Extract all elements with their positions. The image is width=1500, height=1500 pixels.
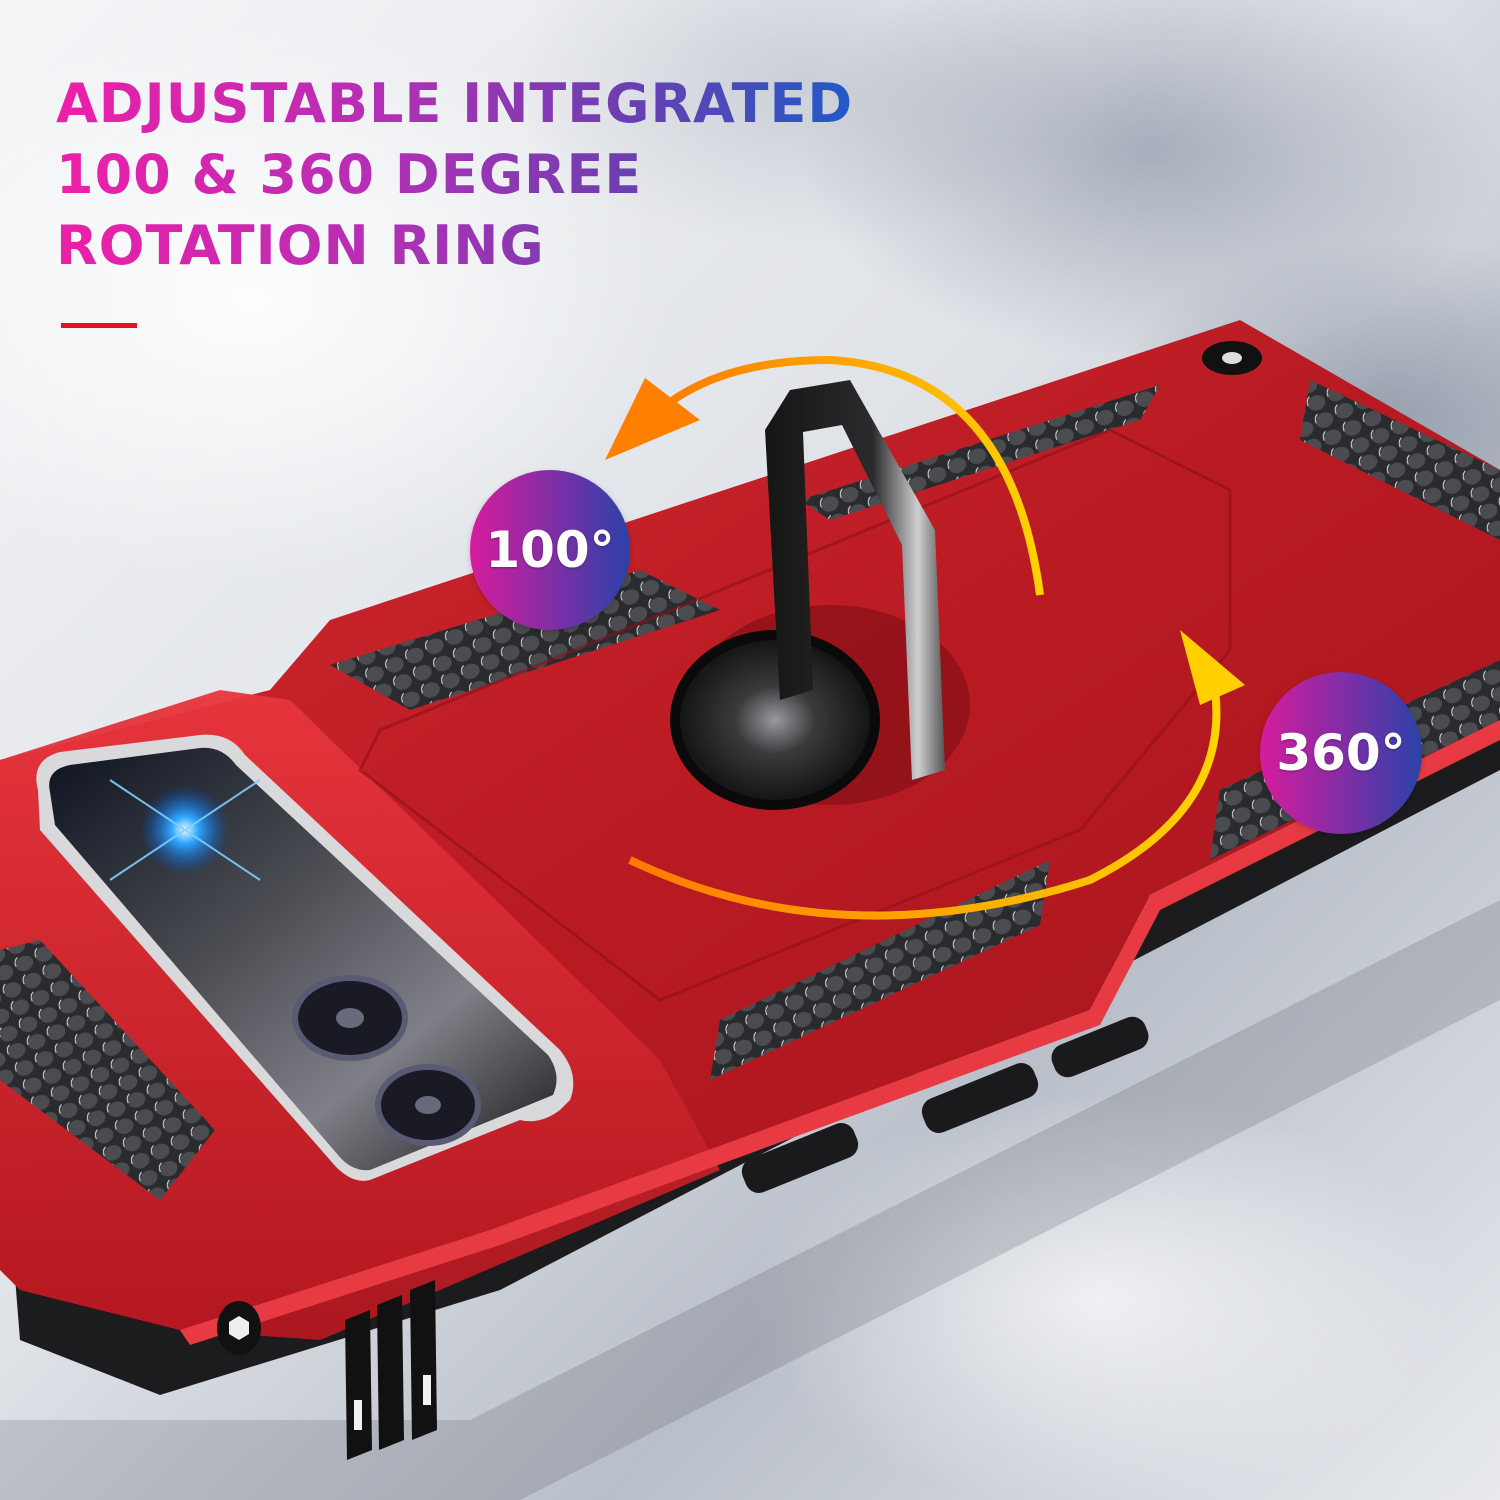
badge-360-degree: 360° xyxy=(1260,672,1422,834)
ring-holder xyxy=(670,380,970,810)
badge-100-degree: 100° xyxy=(470,470,630,630)
grip-panel-bottom-center xyxy=(710,860,1050,1080)
headline-line-1: ADJUSTABLE INTEGRATED xyxy=(56,72,854,135)
ring-holder-loop xyxy=(765,380,945,780)
accent-bar xyxy=(61,323,137,328)
case-bumper xyxy=(0,720,1500,1395)
rotation-arrow-100 xyxy=(657,355,1044,596)
headline: ADJUSTABLE INTEGRATED 100 & 360 DEGREE R… xyxy=(56,68,856,281)
charging-port-ridges xyxy=(345,1280,437,1460)
side-button-3 xyxy=(1051,1016,1149,1078)
grip-panel-top-left xyxy=(330,570,720,710)
camera-module xyxy=(36,734,574,1181)
headline-line-3: ROTATION RING xyxy=(56,214,545,277)
side-button-2 xyxy=(921,1063,1039,1133)
screw-bottom-left xyxy=(217,1301,261,1355)
rotation-arrow-360-head xyxy=(1180,630,1245,705)
rotation-arrow-100-head xyxy=(605,378,700,460)
ring-holder-disc xyxy=(670,630,880,810)
screw-top-right xyxy=(1202,341,1262,375)
headline-line-2: 100 & 360 DEGREE xyxy=(56,143,643,206)
badge-100-label: 100° xyxy=(485,521,615,579)
side-button-1 xyxy=(741,1123,859,1193)
grip-panel-left xyxy=(0,940,215,1200)
grip-panel-top-right xyxy=(1300,380,1500,540)
rotation-arrow-360 xyxy=(628,689,1221,920)
badge-360-label: 360° xyxy=(1276,724,1406,782)
